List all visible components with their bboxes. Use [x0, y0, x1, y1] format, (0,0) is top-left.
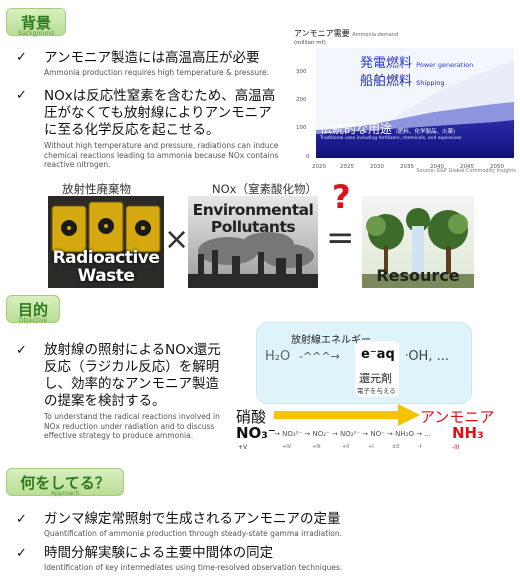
y-tick: 200: [296, 97, 307, 103]
tab-title: 何をしてる？: [20, 474, 110, 492]
energy-label: 放射線エネルギー: [291, 335, 371, 346]
ammonia-demand-chart: アンモニア需要 Ammonia demand (million mt) 300 …: [294, 28, 516, 178]
question-mark: ?: [332, 178, 351, 216]
waste-caption: Radioactive Waste: [52, 248, 160, 286]
check-icon: ✓: [16, 343, 27, 358]
check-icon: ✓: [16, 512, 27, 527]
bullet-text: ガンマ線定常照射で生成されるアンモニアの定量: [44, 511, 341, 527]
check-icon: ✓: [16, 88, 27, 103]
pollutants-image: Environmental Pollutants: [188, 196, 318, 288]
x-tick: 2040: [430, 164, 444, 170]
label-power: 発電燃料 Power generation: [360, 56, 474, 71]
check-icon: ✓: [16, 546, 27, 561]
oxidation-state: +IV: [282, 444, 292, 450]
oxidation-state: +III: [312, 444, 321, 450]
x-tick: 2045: [460, 164, 474, 170]
traditional-area: [316, 120, 514, 158]
x-tick: 2020: [312, 164, 326, 170]
label-nox: NOx（窒素酸化物）: [212, 182, 317, 196]
oxidation-state: -III: [452, 444, 460, 451]
x-tick: 2035: [400, 164, 414, 170]
x-tick: 2030: [370, 164, 384, 170]
bullet-text-en: Ammonia production requires high tempera…: [44, 68, 270, 77]
label-traditional: 伝統的な用途 (肥料、化学製品、火薬): [320, 122, 456, 136]
equals-symbol: =: [326, 218, 355, 258]
reductant-label: 還元剤: [359, 372, 392, 385]
chart-title: アンモニア需要 Ammonia demand: [294, 29, 399, 38]
radiation-arrow: -^^^→: [299, 350, 340, 363]
nitrate-formula: NO₃⁻: [236, 424, 276, 442]
ammonia-formula: NH₃: [452, 424, 484, 442]
ammonia-jp: アンモニア: [420, 408, 495, 426]
oxidation-state: -I: [418, 444, 422, 450]
bullet-text: 放射線の照射によるNOx還元反応（ラジカル反応）を解明し、効率的なアンモニア製造…: [44, 342, 221, 409]
oxidation-state: +II: [342, 444, 350, 450]
bullet-text: アンモニア製造には高温高圧が必要: [44, 50, 260, 66]
check-icon: ✓: [16, 50, 27, 65]
oh-radical: ᐧOH, ...: [405, 349, 449, 364]
section-tab-background: 背景 Background: [6, 8, 66, 37]
bullet-text-en: To understand the radical reactions invo…: [44, 412, 220, 440]
y-tick: 100: [296, 125, 307, 131]
power-area: [316, 60, 514, 144]
water-formula: H₂O: [265, 349, 291, 364]
bullet-text: NOxは反応性窒素を含むため、高温高圧がなくても放射線によりアンモニアに至る化学…: [44, 88, 276, 138]
x-tick: 2050: [490, 164, 504, 170]
tab-title: 背景: [20, 14, 51, 32]
tab-subtitle: Background: [18, 30, 54, 37]
label-shipping: 船舶燃料 Shipping: [360, 74, 445, 89]
reaction-box: 放射線エネルギー H₂O -^^^→ e⁻aq ᐧOH, ... 還元剤 電子を…: [256, 322, 472, 404]
trees-illustration: [362, 208, 474, 288]
y-tick: 0: [306, 154, 310, 160]
intermediate-chain: → NO₃²⁻ → NO₂⁻ → NO₂²⁻ → NO⁻ → NH₂O → ..…: [274, 430, 431, 438]
tab-title: 目的: [17, 301, 48, 319]
shipping-area: [316, 102, 514, 134]
radioactive-waste-image: Radioactive Waste: [48, 196, 164, 288]
section-tab-approach: 何をしてる？ Approach: [6, 468, 124, 497]
chart-plot: 300 200 100 0 2020 2025 2030 2035 2040 2…: [296, 48, 514, 170]
tab-subtitle: Objective: [18, 317, 48, 324]
pollutants-caption: Environmental Pollutants: [192, 201, 314, 236]
bullet-text: 時間分解実験による主要中間体の同定: [44, 545, 274, 561]
resource-image: Resource: [362, 196, 474, 288]
bullet-text-en: Quantification of ammonia production thr…: [44, 529, 343, 538]
y-tick: 300: [296, 69, 307, 75]
label-waste: 放射性廃棄物: [62, 182, 131, 196]
oxidation-state: +I: [368, 444, 374, 450]
chart-source: Source: S&P Global Commodity Insights: [416, 168, 516, 174]
oxidation-state: +V: [238, 444, 248, 451]
section-tab-objective: 目的 Objective: [6, 295, 60, 324]
chart-unit: (million mt): [294, 40, 326, 46]
resource-caption: Resource: [376, 266, 460, 285]
hydrated-electron: e⁻aq: [361, 347, 395, 362]
oxidation-state: ±0: [392, 444, 400, 450]
bullet-text-en: Identification of key intermediates usin…: [44, 563, 343, 572]
nitrate-jp: 硝酸: [236, 408, 267, 426]
barrels-illustration: [51, 201, 161, 253]
factory-illustration: [188, 232, 318, 288]
bullet-text-en: Without high temperature and pressure, r…: [44, 141, 279, 169]
reductant-card: [355, 341, 399, 397]
label-traditional-en: Traditional uses including fertilizers, …: [320, 136, 462, 141]
x-tick: 2025: [340, 164, 354, 170]
conversion-arrow: [274, 404, 420, 426]
times-symbol: ×: [164, 222, 190, 257]
reductant-sub: 電子を与える: [357, 387, 396, 395]
tab-subtitle: Approach: [50, 490, 80, 497]
